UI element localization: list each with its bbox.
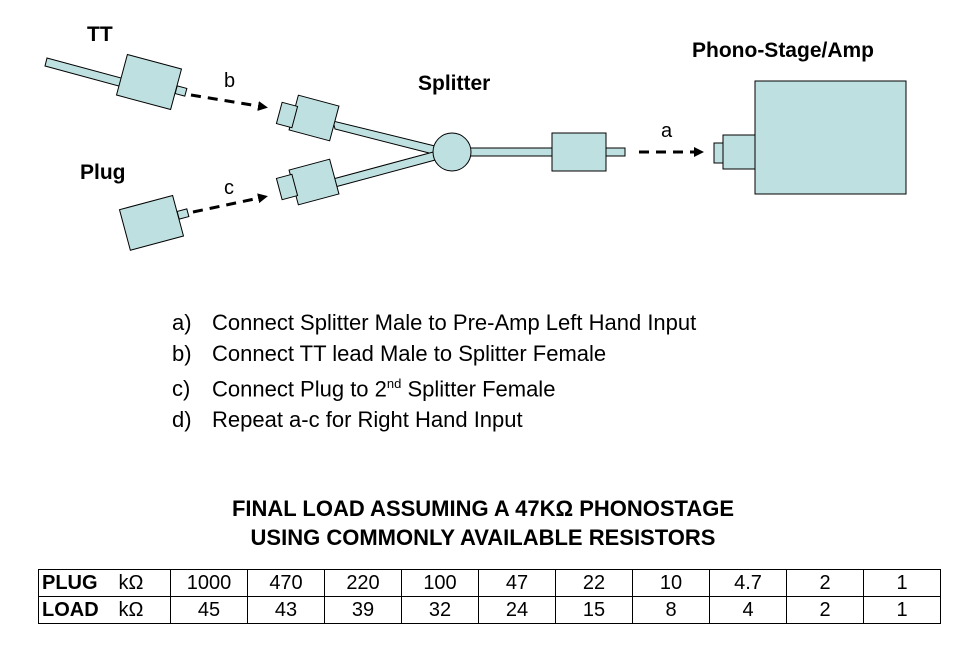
- row-unit: kΩ: [118, 569, 171, 597]
- table-cell: 2: [786, 596, 864, 624]
- table-cell: 4: [709, 596, 787, 624]
- tt-plug-body: [115, 53, 183, 111]
- table-title: FINAL LOAD ASSUMING A 47KΩ PHONOSTAGE US…: [0, 494, 966, 552]
- plug-body: [118, 194, 185, 251]
- splitter-female-upper-body: [288, 94, 340, 142]
- instruction-text-end: Splitter Female: [401, 376, 556, 402]
- plug-pin: [176, 208, 190, 220]
- label-splitter: Splitter: [418, 72, 490, 95]
- tt-plug-pin: [174, 85, 188, 97]
- arrow-b: [190, 93, 268, 111]
- splitter-female-upper-collar: [275, 101, 299, 129]
- instruction-d: d) Repeat a-c for Right Hand Input: [172, 405, 696, 436]
- splitter-hub: [432, 132, 472, 172]
- instruction-marker: c): [172, 376, 191, 402]
- table-cell: 32: [401, 596, 479, 624]
- table-cell: 45: [170, 596, 248, 624]
- table-cell: 24: [478, 596, 556, 624]
- instruction-marker: a): [172, 310, 192, 335]
- instruction-text: Connect TT lead Male to Splitter Female: [212, 340, 607, 366]
- table-cell: 2: [786, 569, 864, 597]
- table-cell: 220: [324, 569, 402, 597]
- label-c: c: [224, 177, 234, 199]
- table-cell: 1000: [170, 569, 248, 597]
- splitter-female-lower-body: [288, 158, 340, 206]
- table-cell: 8: [632, 596, 710, 624]
- splitter-cable-upper: [332, 120, 440, 156]
- table-cell: 47: [478, 569, 556, 597]
- label-amp: Phono-Stage/Amp: [692, 39, 874, 62]
- table-cell: 1: [863, 596, 941, 624]
- label-tt: TT: [87, 23, 113, 46]
- table-title-line2: USING COMMONLY AVAILABLE RESISTORS: [250, 525, 716, 550]
- instruction-list: a) Connect Splitter Male to Pre-Amp Left …: [172, 308, 696, 435]
- instruction-text: Connect Plug to 2: [212, 376, 387, 402]
- row-name: LOAD: [38, 596, 119, 624]
- row-unit: kΩ: [118, 596, 171, 624]
- splitter-male-pin: [605, 147, 626, 157]
- splitter-female-lower-collar: [275, 173, 299, 201]
- table-cell: 39: [324, 596, 402, 624]
- instruction-text: Repeat a-c for Right Hand Input: [212, 406, 523, 432]
- table-cell: 470: [247, 569, 325, 597]
- table-cell: 4.7: [709, 569, 787, 597]
- instruction-c: c) Connect Plug to 2nd Splitter Female: [172, 369, 696, 405]
- instruction-a: a) Connect Splitter Male to Pre-Amp Left …: [172, 308, 696, 339]
- instruction-sup: nd: [386, 376, 402, 391]
- instruction-marker: b): [172, 340, 192, 366]
- table-cell: 1: [863, 569, 941, 597]
- splitter-cable-lower: [332, 150, 440, 188]
- instruction-text: Connect Splitter Male to Pre-Amp Left Ha…: [212, 310, 697, 335]
- instruction-marker: d): [172, 406, 192, 432]
- amp-body: [754, 80, 907, 195]
- table-cell: 43: [247, 596, 325, 624]
- table-cell: 15: [555, 596, 633, 624]
- splitter-output-cable: [467, 147, 555, 157]
- table-cell: 22: [555, 569, 633, 597]
- instruction-b: b) Connect TT lead Male to Splitter Femal…: [172, 339, 696, 370]
- table-cell: 100: [401, 569, 479, 597]
- table-title-line1: FINAL LOAD ASSUMING A 47KΩ PHONOSTAGE: [231, 496, 735, 521]
- label-plug: Plug: [80, 161, 126, 184]
- connection-diagram: TT Plug Splitter Phono-Stage/Amp b c a: [44, 23, 907, 251]
- table-cell: 10: [632, 569, 710, 597]
- row-name: PLUG: [38, 569, 119, 597]
- amp-input-socket: [722, 134, 757, 170]
- label-b: b: [224, 70, 235, 92]
- splitter-male-body: [551, 132, 607, 172]
- label-a: a: [661, 120, 673, 142]
- arrow-c: [192, 193, 268, 214]
